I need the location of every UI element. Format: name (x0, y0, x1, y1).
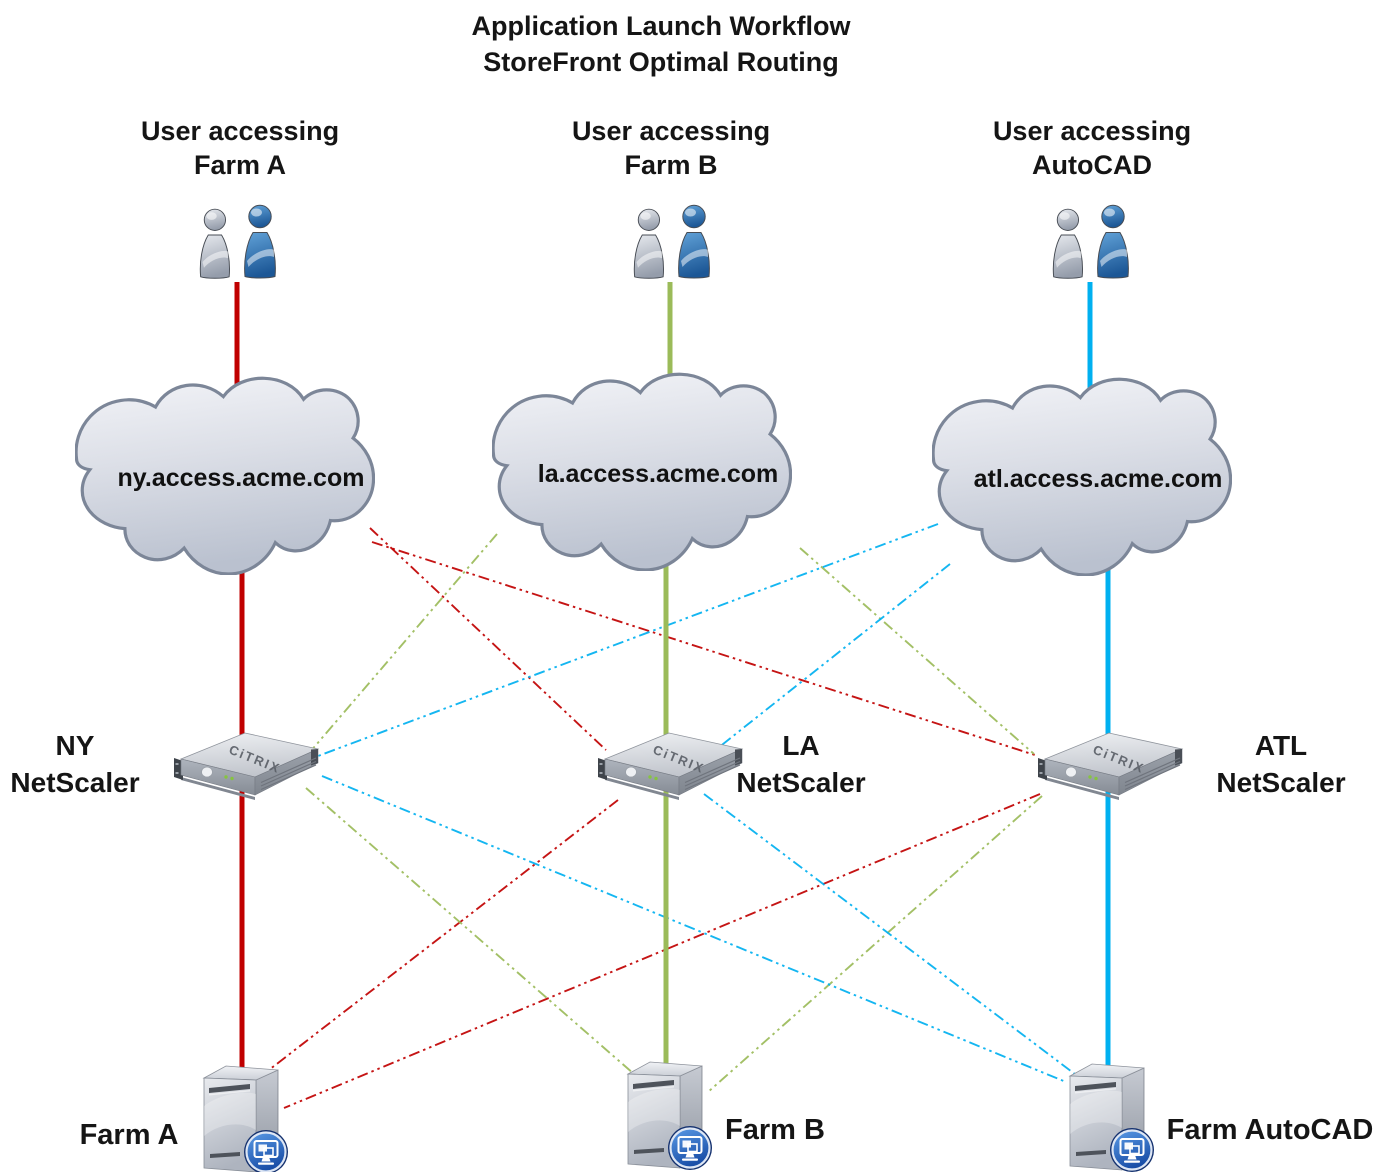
netscaler-la-device: CiTRIX (597, 732, 743, 801)
gateway-city: ATL (1254, 730, 1308, 761)
label-farm-autocad: Farm AutoCAD (1166, 1114, 1374, 1146)
users-farm-b (633, 204, 710, 279)
cloud-atl: atl.access.acme.com (933, 379, 1231, 575)
link-ny-netscaler-to-farm-b (305, 787, 635, 1075)
link-la-netscaler-to-farm-autocad (703, 793, 1097, 1091)
link-la-cloud-to-ny-netscaler (309, 533, 498, 753)
link-atl-netscaler-to-farm-b (707, 795, 1043, 1093)
gateway-product: NetScaler (736, 767, 866, 798)
users-farm-a (199, 204, 276, 279)
header-line1: User accessing (140, 116, 340, 146)
label-atl-netscaler: ATL NetScaler (1201, 727, 1361, 801)
header-farm-a-users: User accessing Farm A (90, 114, 390, 182)
label-la-netscaler: LA NetScaler (721, 727, 881, 801)
header-line1: User accessing (571, 116, 771, 146)
gateway-product: NetScaler (1216, 767, 1346, 798)
cloud-la: la.access.acme.com (493, 374, 791, 570)
header-farm-b-users: User accessing Farm B (521, 114, 821, 182)
netscaler-ny-device: CiTRIX (173, 732, 319, 801)
optimal-routing-links (255, 523, 1097, 1109)
cloud-domain-ny: ny.access.acme.com (118, 464, 365, 492)
label-farm-b: Farm B (725, 1114, 825, 1146)
link-ny-cloud-to-la-netscaler (369, 527, 607, 751)
header-line1: User accessing (992, 116, 1192, 146)
link-ny-netscaler-to-farm-autocad (321, 775, 1067, 1083)
link-la-cloud-to-atl-netscaler (799, 547, 1035, 755)
cloud-domain-la: la.access.acme.com (538, 460, 778, 488)
link-atl-netscaler-to-farm-a (283, 793, 1041, 1109)
label-ny-netscaler: NY NetScaler (0, 727, 155, 801)
gateway-city: LA (782, 730, 820, 761)
cloud-domain-atl: atl.access.acme.com (974, 465, 1223, 493)
header-line2: AutoCAD (1032, 150, 1152, 180)
link-ny-cloud-to-atl-netscaler (371, 541, 1039, 757)
users-autocad (1052, 204, 1129, 279)
farm-autocad-server (1068, 1062, 1156, 1172)
diagram-title: Application Launch Workflow StoreFront O… (361, 8, 961, 80)
header-line2: Farm B (624, 150, 718, 180)
farm-a-server (202, 1064, 290, 1172)
label-farm-a: Farm A (79, 1119, 179, 1151)
link-atl-cloud-to-ny-netscaler (317, 523, 939, 757)
link-atl-cloud-to-la-netscaler (717, 563, 951, 749)
header-line2: Farm A (193, 150, 287, 180)
link-la-netscaler-to-farm-a (255, 799, 619, 1081)
cloud-ny: ny.access.acme.com (76, 378, 374, 574)
header-autocad-users: User accessing AutoCAD (942, 114, 1242, 182)
gateway-city: NY (55, 730, 95, 761)
diagram-title-line1: Application Launch Workflow (471, 11, 851, 41)
netscaler-atl-device: CiTRIX (1037, 732, 1183, 801)
gateway-product: NetScaler (10, 767, 140, 798)
diagram-title-line2: StoreFront Optimal Routing (483, 47, 839, 77)
